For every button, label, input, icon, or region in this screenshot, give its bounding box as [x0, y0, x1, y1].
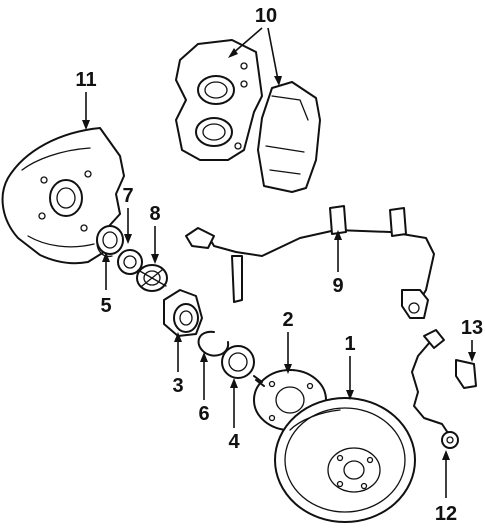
- knuckle-spacer-part: [163, 289, 203, 337]
- callout-11: 11: [75, 69, 96, 91]
- brake-pad-part: [257, 81, 321, 193]
- brake-hose-part: [411, 329, 459, 449]
- callout-13: 13: [461, 317, 483, 339]
- abs-wire-part: [185, 205, 435, 319]
- callout-9: 9: [332, 275, 343, 297]
- seal-part: [96, 225, 124, 258]
- snap-ring-part: [197, 330, 230, 357]
- inner-bearing-part: [117, 249, 143, 275]
- callout-labels: 10 11 7 8 5 9 3 6 4 2 1 12 13: [75, 5, 483, 525]
- hose-clip-part: [455, 359, 477, 389]
- callout-12: 12: [435, 503, 457, 525]
- dust-shield-part: [1, 127, 125, 265]
- callout-3: 3: [172, 375, 183, 397]
- callout-2: 2: [282, 309, 293, 331]
- disc-rotor-part: [274, 397, 416, 523]
- leader-lines: [82, 27, 476, 498]
- callout-1: 1: [344, 333, 355, 355]
- callout-7: 7: [122, 185, 133, 207]
- callout-6: 6: [198, 403, 209, 425]
- caliper-part: [175, 39, 263, 161]
- outer-bearing-part: [221, 345, 255, 379]
- callout-8: 8: [149, 203, 160, 225]
- callout-4: 4: [228, 431, 240, 453]
- callout-5: 5: [100, 295, 111, 317]
- callout-10: 10: [255, 5, 277, 27]
- bearing-race-part: [136, 264, 168, 292]
